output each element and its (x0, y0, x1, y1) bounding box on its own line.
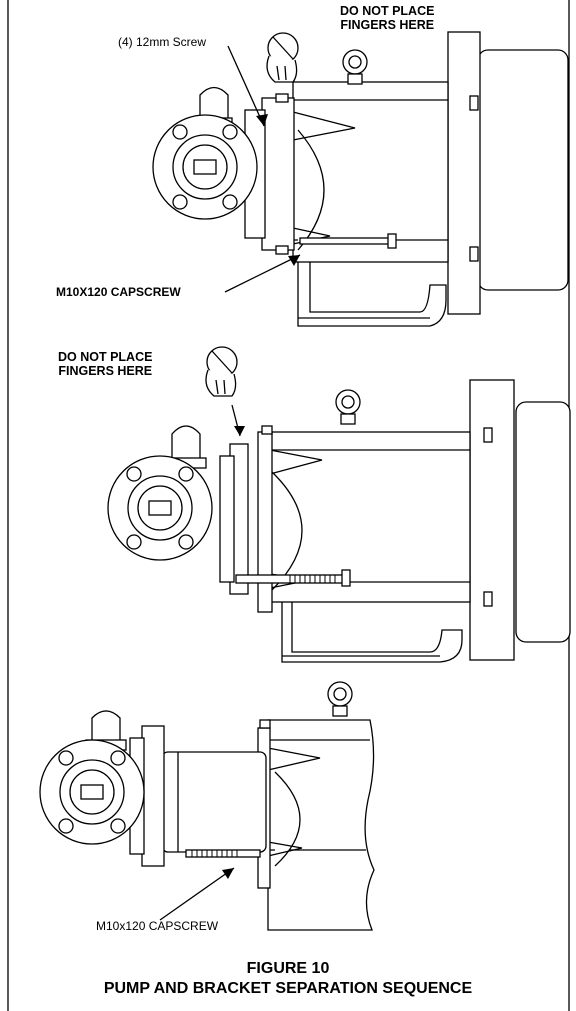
step3-assembly (39, 681, 375, 931)
step2-eyebolt (335, 389, 361, 415)
figure-number: FIGURE 10 (246, 960, 330, 977)
step1-warning-line1: DO NOT PLACE (340, 4, 435, 18)
step2-leader (231, 404, 245, 437)
step3-capscrew (185, 849, 261, 858)
step1-capscrew (299, 237, 391, 245)
step1-eyebolt (342, 49, 368, 75)
step2-warning-line1: DO NOT PLACE (58, 350, 153, 364)
step2-no-hand-icon (205, 346, 238, 397)
step3-eyebolt (327, 681, 353, 707)
step1-motor (477, 49, 569, 291)
step3-capscrew-label: M10x120 CAPSCREW (96, 919, 219, 933)
step3-bracket-body (267, 719, 375, 931)
step1-warning-line2: FINGERS HERE (340, 18, 435, 33)
step1-leaders (224, 45, 301, 293)
step2-inlet-flange (107, 455, 213, 561)
step2-warning-line2: FINGERS HERE (58, 364, 153, 379)
step2-assembly (107, 379, 571, 663)
step2-warning-text: DO NOT PLACE FINGERS HERE (58, 350, 152, 379)
step2-motor-flange (469, 379, 515, 661)
step3-inlet-flange (39, 739, 145, 845)
step1-capscrew-label: M10X120 CAPSCREW (56, 285, 181, 299)
step3-pump-flange (141, 725, 165, 867)
step3-leader (159, 867, 235, 921)
step1-screw-label: (4) 12mm Screw (118, 35, 207, 49)
step2-motor (515, 401, 571, 643)
step1-inlet-flange (152, 114, 258, 220)
figure-caption: PUMP AND BRACKET SEPARATION SEQUENCE (103, 980, 473, 997)
step1-no-hand-icon (266, 32, 299, 83)
step2-bracket-body (269, 431, 471, 603)
step1-motor-flange (447, 31, 481, 315)
step1-warning-text: DO NOT PLACE FINGERS HERE (340, 4, 434, 33)
step1-assembly (152, 31, 569, 327)
step1-pump-flange (261, 97, 295, 251)
